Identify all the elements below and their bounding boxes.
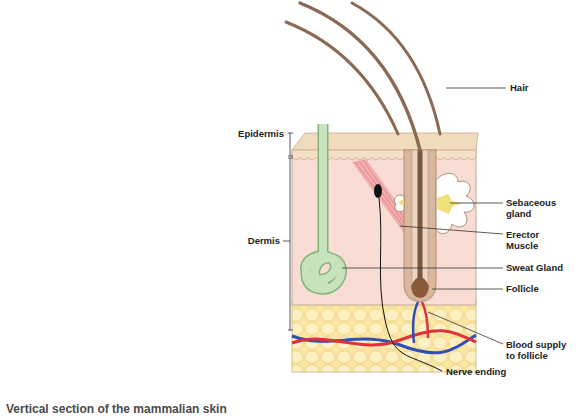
hair-follicle xyxy=(404,150,436,302)
hair-shaft xyxy=(286,22,398,134)
leader-line xyxy=(400,226,503,234)
nerve-fibre xyxy=(379,198,442,371)
label-box: Sebaceous gland xyxy=(506,197,566,219)
blood-vessels xyxy=(292,302,476,353)
gland-lobes xyxy=(436,173,474,233)
part-label: Sebaceous gland xyxy=(506,197,556,219)
label-box: Erector Muscle xyxy=(506,229,566,251)
hairs xyxy=(286,3,440,150)
part-label: Follicle xyxy=(506,283,539,294)
bracket xyxy=(288,133,293,156)
follicle-inner xyxy=(412,150,428,294)
label-box: Follicle xyxy=(506,283,539,294)
leader-line xyxy=(446,88,506,89)
label-box: Sweat Gland xyxy=(506,262,563,273)
part-label: Erector Muscle xyxy=(506,229,539,251)
sweat-gland xyxy=(306,124,342,289)
vein-branch xyxy=(413,302,418,343)
hair-shaft xyxy=(300,3,420,150)
artery-branch xyxy=(422,302,428,338)
follicle-wall xyxy=(404,150,436,302)
sebaceous-gland xyxy=(394,173,474,233)
leader-line xyxy=(450,203,503,204)
caption-box: Vertical section of the mammalian skin xyxy=(6,402,227,416)
fat-layer xyxy=(292,300,476,372)
leader-line xyxy=(428,312,503,344)
label-box: Dermis xyxy=(220,235,280,246)
part-label: Hair xyxy=(510,82,528,93)
part-label: Dermis xyxy=(248,235,280,246)
part-label: Blood supply to follicle xyxy=(506,339,566,361)
nerve-receptor xyxy=(374,184,382,198)
nerve xyxy=(374,184,442,371)
gland-tube xyxy=(306,124,342,289)
sebum xyxy=(437,194,462,214)
part-label: Nerve ending xyxy=(446,366,506,377)
part-label: Sweat Gland xyxy=(506,262,563,273)
caption: Vertical section of the mammalian skin xyxy=(6,402,227,416)
leader-line xyxy=(432,289,503,290)
bracket xyxy=(283,158,293,330)
label-box: Epidermis xyxy=(220,128,284,139)
label-box: Nerve ending xyxy=(446,366,506,377)
sebum-left xyxy=(398,199,404,207)
hair-root xyxy=(418,150,423,280)
hair-bulb xyxy=(411,277,429,298)
artery xyxy=(292,331,476,345)
part-label: Epidermis xyxy=(238,128,284,139)
gland-lobe-left xyxy=(394,195,404,212)
leader-line xyxy=(342,268,503,269)
leader-lines xyxy=(283,88,506,344)
gland-outline xyxy=(306,124,342,289)
label-box: Blood supply to follicle xyxy=(506,339,574,361)
muscle-fibres xyxy=(355,160,412,233)
label-box: Hair xyxy=(510,82,528,93)
hair-shaft xyxy=(352,3,440,134)
